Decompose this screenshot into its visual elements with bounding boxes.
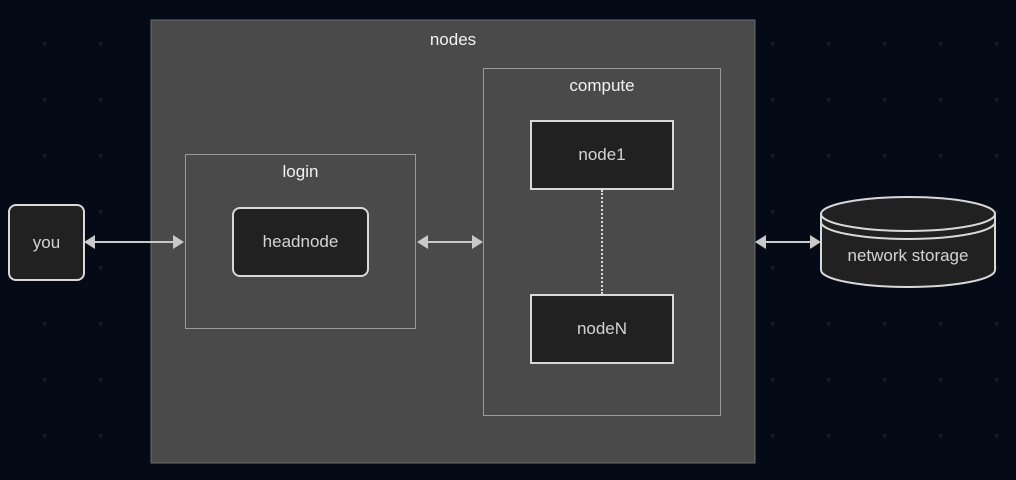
arrow-head-right-icon (173, 235, 184, 249)
arrow-you-to-login (84, 235, 184, 249)
database-cylinder-icon (820, 196, 996, 288)
group-compute-label: compute (569, 76, 635, 95)
arrow-head-right-icon (472, 235, 483, 249)
arrow-shaft (764, 241, 812, 243)
group-login-label: login (282, 162, 319, 181)
arrow-nodes-to-storage (755, 235, 821, 249)
node-network-storage[interactable]: network storage (820, 196, 996, 288)
arrow-shaft (93, 241, 175, 243)
arrow-head-left-icon (755, 235, 766, 249)
link-node1-nodeN (601, 190, 603, 294)
group-login[interactable]: login (185, 154, 416, 329)
arrow-shaft (426, 241, 474, 243)
group-nodes-label: nodes (429, 30, 477, 49)
group-compute[interactable]: compute (483, 68, 721, 416)
node-node1[interactable]: node1 (530, 120, 674, 190)
node-you[interactable]: you (8, 204, 85, 281)
arrow-login-to-compute (417, 235, 483, 249)
arrow-head-left-icon (417, 235, 428, 249)
node-headnode[interactable]: headnode (232, 207, 369, 277)
arrow-head-right-icon (810, 235, 821, 249)
node-nodeN[interactable]: nodeN (530, 294, 674, 364)
arrow-head-left-icon (84, 235, 95, 249)
